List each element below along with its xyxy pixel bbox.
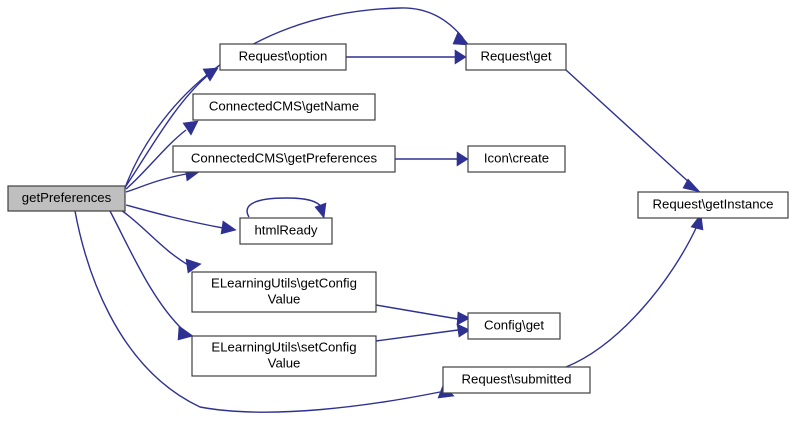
edge-line: [246, 197, 323, 218]
edge-line: [125, 75, 208, 187]
graph-node-IconCreate[interactable]: Icon\create: [467, 145, 566, 173]
node-label: Icon\create: [484, 150, 549, 165]
edge-line: [125, 204, 224, 229]
arrowhead-icon: [202, 67, 219, 82]
node-label: ELearningUtils\setConfig: [211, 339, 356, 354]
node-label: Config\get: [484, 317, 544, 332]
graph-node-getPreferences[interactable]: getPreferences: [7, 185, 126, 212]
edge-htmlReady-to-htmlReady: [246, 197, 327, 219]
arrowhead-icon: [454, 49, 467, 65]
node-box[interactable]: [467, 312, 561, 340]
arrowhead-icon: [182, 120, 199, 136]
edges-layer: [74, 7, 704, 413]
edge-RequestGet-to-RequestGetInstance: [565, 69, 701, 193]
arrowhead-icon: [456, 311, 471, 326]
edge-getPreferences-to-ELearningUtilsGetConfigValue: [120, 209, 202, 274]
node-box[interactable]: [467, 145, 566, 173]
node-label: Request\submitted: [462, 371, 572, 386]
node-box[interactable]: [442, 366, 591, 394]
edge-ConnectedCMSGetPreferences-to-IconCreate: [395, 151, 469, 167]
node-label: getPreferences: [22, 190, 112, 205]
arrowhead-icon: [314, 202, 327, 219]
node-box[interactable]: [465, 43, 567, 71]
edge-RequestSubmitted-to-RequestGetInstance: [565, 213, 704, 368]
node-box[interactable]: [239, 217, 333, 245]
graph-node-ConfigGet[interactable]: Config\get: [467, 312, 561, 340]
edge-line: [125, 173, 187, 193]
node-label: Value: [268, 355, 301, 370]
node-box[interactable]: [219, 43, 347, 71]
node-label: Request\get: [480, 48, 551, 63]
edge-getPreferences-to-RequestGet: [124, 7, 470, 189]
edge-getPreferences-to-RequestOption: [125, 67, 219, 187]
edge-getPreferences-to-htmlReady: [125, 204, 237, 235]
edge-getPreferences-to-ConnectedCMSGetName: [125, 120, 199, 190]
edge-ELearningUtilsSetConfigValue-to-ConfigGet: [375, 323, 471, 342]
edge-ELearningUtilsGetConfigValue-to-ConfigGet: [375, 304, 471, 326]
arrowhead-icon: [456, 151, 469, 167]
node-label: Request\getInstance: [653, 196, 774, 211]
arrowhead-icon: [682, 178, 701, 193]
graph-node-htmlReady[interactable]: htmlReady: [239, 217, 333, 245]
edge-line: [74, 210, 441, 413]
graph-node-ConnectedCMSGetName[interactable]: ConnectedCMS\getName: [192, 93, 376, 121]
node-label: ConnectedCMS\getPreferences: [191, 150, 378, 165]
edge-line: [375, 304, 459, 320]
arrowhead-icon: [220, 220, 237, 235]
node-box[interactable]: [637, 191, 789, 219]
edge-getPreferences-to-ELearningUtilsSetConfigValue: [109, 210, 194, 341]
nodes-layer: getPreferences Request\option Request\getC…: [7, 43, 789, 394]
edge-line: [125, 129, 187, 190]
node-label: Value: [268, 291, 301, 306]
graph-node-RequestSubmitted[interactable]: Request\submitted: [442, 366, 591, 394]
arrowhead-icon: [456, 323, 471, 338]
node-box[interactable]: [172, 145, 396, 173]
edge-line: [120, 209, 191, 267]
graph-node-RequestGet[interactable]: Request\get: [465, 43, 567, 71]
edge-RequestOption-to-RequestGet: [346, 49, 467, 65]
edge-line: [124, 7, 464, 189]
edge-line: [565, 225, 698, 368]
graph-node-RequestOption[interactable]: Request\option: [219, 43, 347, 71]
arrowhead-icon: [185, 258, 202, 274]
node-label: ConnectedCMS\getName: [209, 98, 359, 113]
node-label: ELearningUtils\getConfig: [211, 275, 357, 290]
node-box[interactable]: [7, 185, 126, 212]
node-box[interactable]: [192, 93, 376, 121]
arrowhead-icon: [452, 31, 470, 46]
edge-line: [375, 329, 459, 342]
edge-line: [109, 210, 185, 332]
node-box[interactable]: [191, 271, 377, 313]
node-label: Request\option: [239, 48, 328, 63]
edge-line: [565, 69, 693, 186]
graph-node-RequestGetInstance[interactable]: Request\getInstance: [637, 191, 789, 219]
node-label: htmlReady: [254, 222, 317, 237]
graph-node-ConnectedCMSGetPreferences[interactable]: ConnectedCMS\getPreferences: [172, 145, 396, 173]
arrowhead-icon: [177, 325, 194, 341]
node-box[interactable]: [191, 335, 377, 377]
